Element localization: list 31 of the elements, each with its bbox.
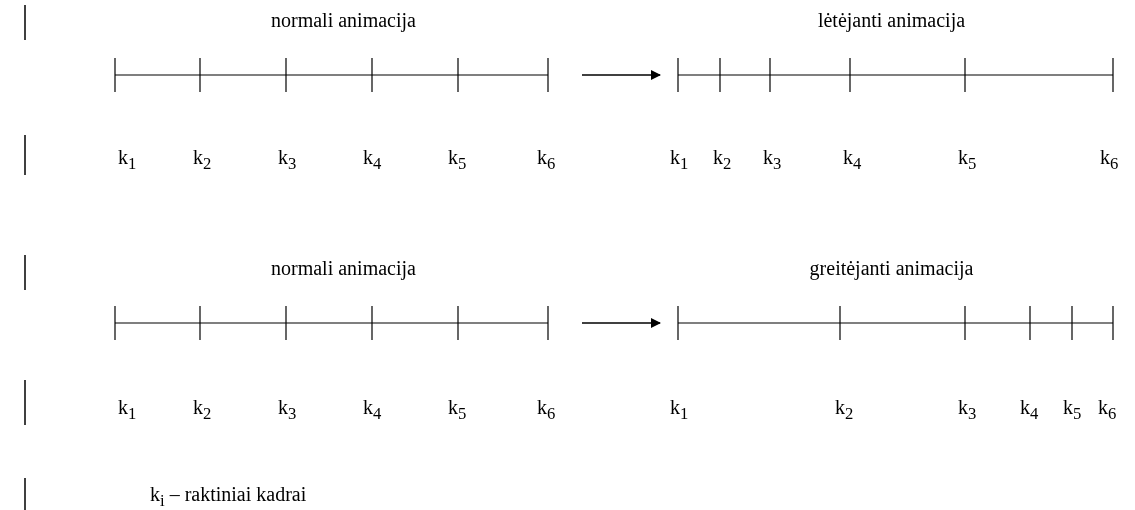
keyframe-label: k$_{1}$ xyxy=(118,395,137,425)
keyframe-label: k$_{5}$ xyxy=(1063,395,1082,425)
keyframe-label: k$_{5}$ xyxy=(958,145,977,175)
timeline-title: lėtėjanti animacija xyxy=(816,8,967,32)
keyframe-label: k$_{3}$ xyxy=(763,145,782,175)
keyframe-label: k$_{6}$ xyxy=(537,145,556,175)
keyframe-label: k$_{2}$ xyxy=(713,145,732,175)
arrow xyxy=(581,70,661,80)
timeline-title: normali animacija xyxy=(270,8,417,32)
keyframe-label: k$_{2}$ xyxy=(193,395,212,425)
keyframe-label: k$_{2}$ xyxy=(193,145,212,175)
arrow xyxy=(581,318,661,328)
keyframe-label: k$_{1}$ xyxy=(118,145,137,175)
keyframe-label: k$_{3}$ xyxy=(958,395,977,425)
keyframe-label: k$_{4}$ xyxy=(363,145,382,175)
keyframe-label: k$_{4}$ xyxy=(363,395,382,425)
keyframe-label: k$_{3}$ xyxy=(278,395,297,425)
keyframe-label: k$_{4}$ xyxy=(1020,395,1039,425)
timeline-title: normali animacija xyxy=(270,256,417,280)
timeline-title: greitėjanti animacija xyxy=(808,256,975,280)
keyframe-label: k$_{6}$ xyxy=(537,395,556,425)
keyframe-label: k$_{3}$ xyxy=(278,145,297,175)
keyframe-label: k$_{6}$ xyxy=(1100,145,1119,175)
keyframe-label: k$_{2}$ xyxy=(835,395,854,425)
keyframe-label: k$_{4}$ xyxy=(843,145,862,175)
keyframe-label: k$_{1}$ xyxy=(670,145,689,175)
keyframe-label: k$_{1}$ xyxy=(670,395,689,425)
note: k$_{i}$ – raktiniai kadrai xyxy=(150,482,307,510)
keyframe-label: k$_{5}$ xyxy=(448,145,467,175)
keyframe-label: k$_{5}$ xyxy=(448,395,467,425)
keyframe-label: k$_{6}$ xyxy=(1098,395,1117,425)
